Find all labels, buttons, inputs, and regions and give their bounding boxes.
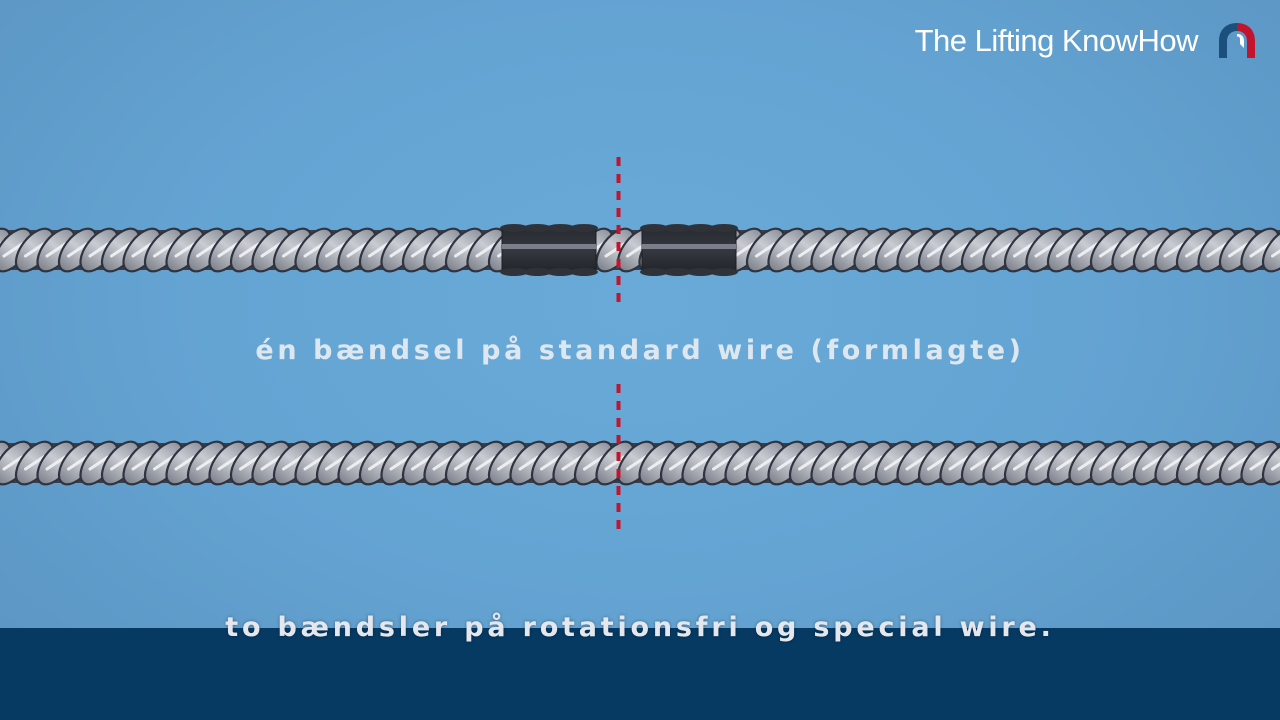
subtitle-band bbox=[0, 628, 1280, 720]
lifting-knowhow-logo-icon bbox=[1219, 23, 1255, 58]
seizing-bands bbox=[500, 224, 738, 276]
wire-rope-with-seizings-icon bbox=[0, 227, 1280, 273]
subtitle-text: to bændsler på rotationsfri og special w… bbox=[225, 612, 1055, 643]
brand-header: The Lifting KnowHow bbox=[915, 20, 1258, 62]
wire-rope-icon bbox=[0, 440, 1280, 486]
brand-name: The Lifting KnowHow bbox=[914, 23, 1199, 58]
upper-caption: én bændsel på standard wire (formlagte) bbox=[255, 335, 1025, 366]
